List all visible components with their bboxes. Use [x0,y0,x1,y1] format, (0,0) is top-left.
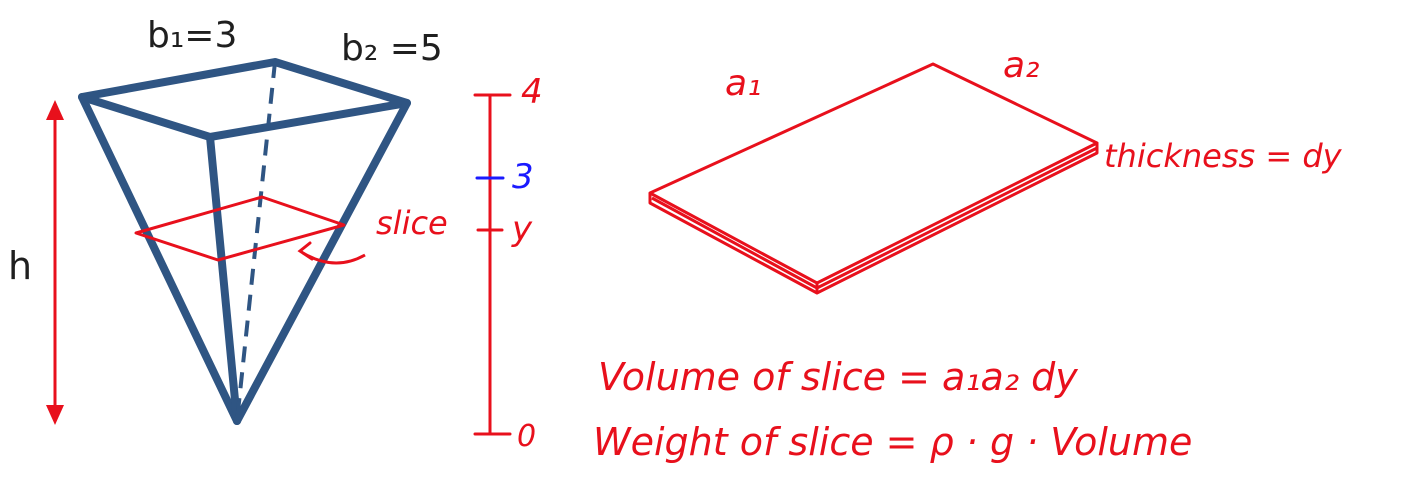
a2-label: a₂ [1003,45,1040,86]
scale-mid-value: 3 [512,157,534,197]
vertical-scale [473,93,512,436]
thickness-label: thickness = dy [1104,137,1343,175]
pyramid-top-face [78,58,411,141]
slab-top-face [648,62,1099,285]
scale-top-value: 4 [521,72,543,112]
slab-front-edge [648,143,1099,295]
slice-pointer-arrowhead [297,241,314,261]
pyramid-hidden-edge [235,61,277,422]
a1-label: a₁ [725,63,762,104]
height-arrowhead-bottom [46,405,64,425]
slab [648,62,1099,295]
pyramid-slice [134,195,346,262]
slab-right-edge-inner [816,146,1098,290]
b1-label: b₁=3 [147,15,237,56]
slab-front-edge-inner [651,196,818,290]
slice-label: slice [376,204,448,242]
h-label: h [8,244,32,288]
height-arrowhead-top [46,100,64,120]
inverted-pyramid [78,58,411,425]
scale-y-value: y [511,209,533,249]
weight-equation: Weight of slice = ρ · g · Volume [593,420,1192,464]
volume-equation: Volume of slice = a₁a₂ dy [598,355,1078,399]
b2-label: b₂ =5 [341,28,443,69]
pyramid-edge-front [206,133,241,425]
pyramid-edge-left [78,93,241,425]
scale-bottom-value: 0 [517,419,536,454]
